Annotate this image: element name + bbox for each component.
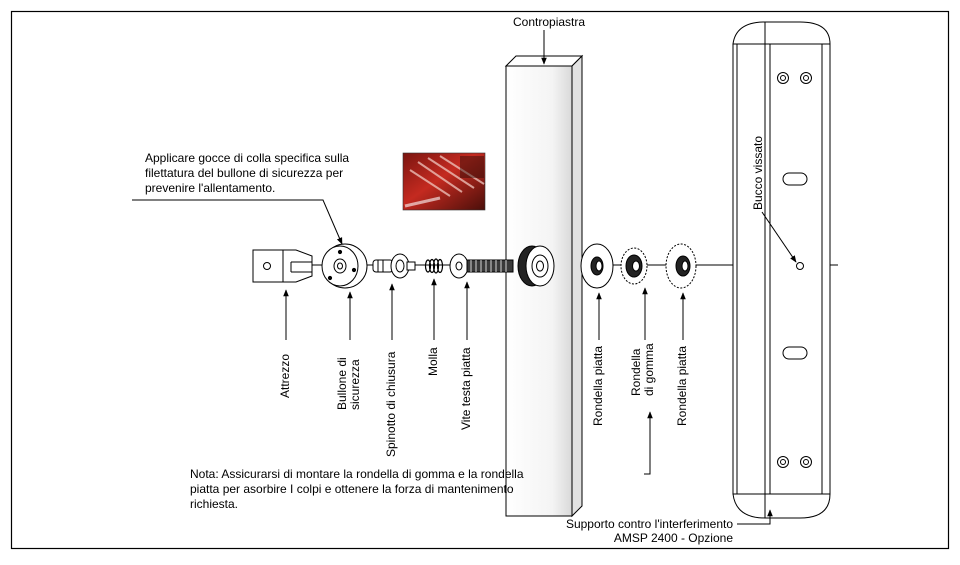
rubber-washer-part <box>620 247 648 285</box>
arrow-threaded-hole <box>761 211 797 263</box>
interference-support-bracket <box>732 21 831 519</box>
counterplate-label: Contropiastra <box>513 15 586 29</box>
threaded-hole-text: Bucco vissato <box>751 135 765 210</box>
flat-washer-2-label: Rondella piatta <box>675 345 689 426</box>
arrow-glue-note <box>132 199 343 245</box>
counterplate-bar <box>504 54 584 518</box>
locking-pin-part <box>372 253 416 279</box>
flat-washer-1-part <box>580 243 614 289</box>
flat-head-screw-part <box>449 253 514 279</box>
threaded-hole-label: Bucco vissato <box>751 135 765 210</box>
note-line-1: Nota: Assicurarsi di montare la rondella… <box>190 467 524 481</box>
tool-label-text: Attrezzo <box>278 353 292 398</box>
safety-bolt-line-2: sicurezza <box>348 359 362 410</box>
spring-label: Molla <box>426 347 440 376</box>
note-line-3: richiesta. <box>190 497 239 511</box>
glue-note-line-3: prevenire l'allentamento. <box>145 181 276 195</box>
locking-pin-label: Spinotto di chiusura <box>384 351 398 457</box>
arrow-note <box>644 411 653 475</box>
frame-border <box>10 10 950 550</box>
screw-label: Vite testa piatta <box>459 347 473 431</box>
screw-text: Vite testa piatta <box>459 347 473 431</box>
tool-part <box>252 249 313 283</box>
locking-pin-text: Spinotto di chiusura <box>384 351 398 457</box>
support-label-line-2: AMSP 2400 - Opzione <box>613 531 733 545</box>
rubber-washer-label: Rondella di gomma <box>629 343 656 396</box>
glue-note-text: Applicare gocce di colla specifica sulla… <box>145 151 349 196</box>
assembly-note: Nota: Assicurarsi di montare la rondella… <box>190 467 524 512</box>
tool-label: Attrezzo <box>278 353 292 398</box>
rubber-washer-line-2: di gomma <box>642 343 656 396</box>
counterplate-bolt-head <box>517 245 555 287</box>
safety-bolt-label: Bullone di sicurezza <box>335 357 362 410</box>
support-label: Supporto contro l'interferimento AMSP 24… <box>566 517 733 545</box>
flat-washer-2-part <box>665 243 697 289</box>
flat-washer-1-label: Rondella piatta <box>591 345 605 426</box>
note-line-2: piatta per asorbire I colpi e ottenere l… <box>190 482 514 496</box>
arrow-support <box>737 509 773 525</box>
flat-washer-2-text: Rondella piatta <box>675 345 689 426</box>
glue-note-line-2: filettatura del bullone di sicurezza per <box>145 166 344 180</box>
glue-thread-photo <box>402 152 486 211</box>
glue-note-line-1: Applicare gocce di colla specifica sulla <box>145 151 350 165</box>
safety-bolt-part <box>321 243 368 289</box>
support-label-line-1: Supporto contro l'interferimento <box>565 517 733 531</box>
spring-text: Molla <box>426 347 440 376</box>
spring-part <box>424 258 444 274</box>
flat-washer-1-text: Rondella piatta <box>591 345 605 426</box>
